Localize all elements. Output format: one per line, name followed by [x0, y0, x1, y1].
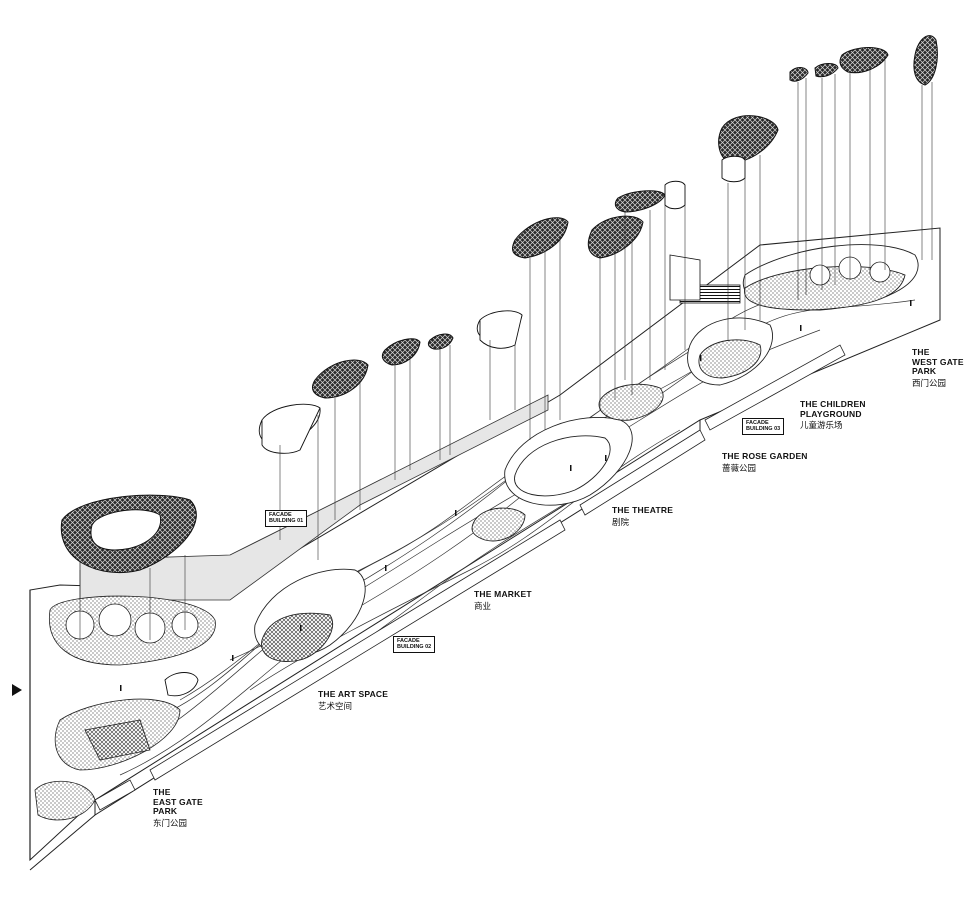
open-pavilions	[164, 155, 746, 697]
west-gate-line2: WEST GATE	[912, 356, 964, 367]
facade-01-line1: FACADE	[269, 512, 292, 518]
label-art-space: THE ART SPACE 艺术空间	[318, 689, 389, 711]
east-gate-line1: THE	[153, 787, 171, 797]
market-en: THE MARKET	[474, 589, 532, 599]
west-gate-zh: 西门公园	[912, 377, 947, 388]
children-line2: PLAYGROUND	[800, 408, 862, 419]
facade-03-line1: FACADE	[746, 420, 769, 426]
facade-building-03-label: FACADE BUILDING 03	[742, 418, 785, 435]
label-market: THE MARKET 商业	[474, 589, 532, 611]
facade-03-line2: BUILDING 03	[746, 426, 781, 433]
oval-islands	[254, 244, 919, 662]
art-space-en: THE ART SPACE	[318, 689, 389, 699]
market-zh: 商业	[474, 600, 492, 611]
east-gate-zh: 东门公园	[153, 817, 188, 828]
label-east-gate-park: THE EAST GATE PARK 东门公园	[153, 787, 203, 828]
facade-01-line2: BUILDING 01	[269, 518, 304, 525]
facade-strips	[94, 344, 846, 811]
facade-02-line1: FACADE	[397, 638, 420, 644]
rose-garden-zh: 蔷薇公园	[722, 462, 757, 473]
east-gate-line2: EAST GATE	[153, 796, 203, 807]
children-zh: 儿童游乐场	[800, 420, 843, 431]
facade-building-01-label: FACADE BUILDING 01	[265, 510, 308, 527]
people-figures	[120, 300, 912, 691]
theatre-en: THE THEATRE	[612, 505, 674, 515]
label-children-playground: THE CHILDREN PLAYGROUND 儿童游乐场	[800, 399, 866, 431]
children-line1: THE CHILDREN	[800, 399, 866, 409]
label-theatre: THE THEATRE 剧院	[612, 505, 674, 527]
west-gate-line1: THE	[912, 347, 930, 357]
facade-building-02-label: FACADE BUILDING 02	[393, 636, 436, 653]
facade-02-line2: BUILDING 02	[397, 644, 432, 651]
projection-lines	[79, 60, 933, 640]
art-space-zh: 艺术空间	[318, 700, 353, 711]
entry-arrow-icon	[12, 684, 22, 696]
east-gate-line3: PARK	[153, 806, 178, 817]
label-west-gate-park: THE WEST GATE PARK 西门公园	[912, 347, 964, 388]
west-gate-line3: PARK	[912, 366, 937, 377]
rose-garden-en: THE ROSE GARDEN	[722, 451, 808, 461]
label-rose-garden: THE ROSE GARDEN 蔷薇公园	[722, 451, 808, 473]
theatre-zh: 剧院	[612, 516, 630, 527]
roof-canopies	[60, 35, 938, 574]
